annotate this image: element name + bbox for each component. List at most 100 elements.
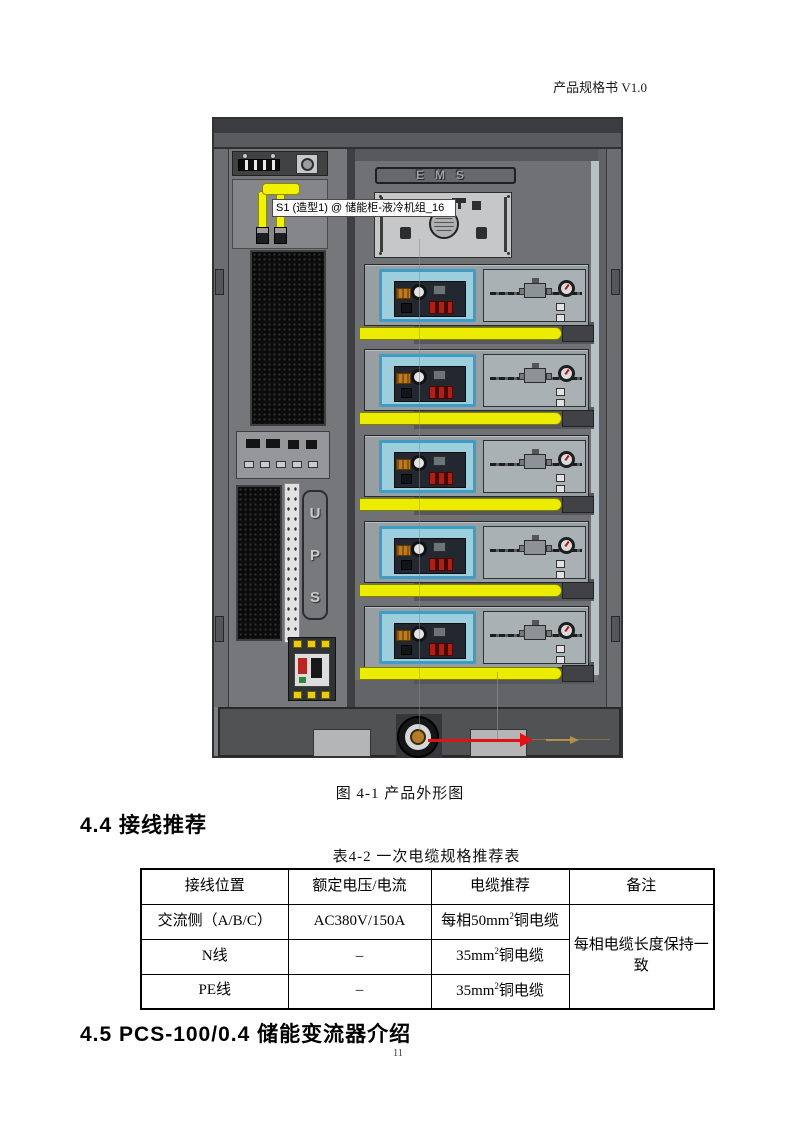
- busbar-end-block: [562, 665, 594, 682]
- col-header-note: 备注: [568, 868, 715, 905]
- orange-connector-icon: [396, 459, 411, 470]
- busbar-end-block: [562, 325, 594, 342]
- small-button-icon: [556, 474, 565, 482]
- yellow-cable-bridge: [262, 183, 300, 195]
- valve-port: [519, 545, 525, 552]
- table-row: PE线 – 35mm2铜电缆: [140, 973, 714, 1010]
- io-connector-icon: [238, 159, 280, 171]
- lock-icon: [400, 227, 411, 239]
- terminal-slot-icon: [266, 439, 280, 448]
- valve-port: [546, 288, 552, 295]
- cell-cable: 35mm2铜电缆: [430, 938, 570, 975]
- ups-letter: S: [309, 588, 320, 606]
- terminal-icon: [293, 691, 302, 699]
- battery-module-inner-panel: [394, 623, 466, 659]
- orange-connector-icon: [396, 630, 411, 641]
- gray-connector-icon: [433, 542, 446, 552]
- cable-text: 35mm: [456, 948, 495, 965]
- cable-text: 铜电缆: [513, 913, 559, 930]
- battery-module-inner-panel: [394, 281, 466, 317]
- figure-caption: 图 4-1 产品外形图: [335, 786, 465, 802]
- table-caption: 表4-2 一次电缆规格推荐表: [332, 849, 521, 865]
- breaker-knob-icon: [301, 158, 314, 171]
- clip-icon: [308, 461, 318, 468]
- round-gauge-icon: [558, 365, 575, 382]
- cell-position: 交流侧（A/B/C）: [140, 903, 289, 940]
- table-header-row: 接线位置 额定电压/电流 电缆推荐 备注: [140, 868, 715, 905]
- busbar-end-block: [562, 582, 594, 599]
- small-connector-icon: [401, 474, 412, 484]
- cable-sup: 2: [509, 911, 514, 922]
- header-right: 产品规格书 V1.0: [553, 80, 647, 95]
- round-gauge-icon: [558, 622, 575, 639]
- valve-port: [519, 630, 525, 637]
- battery-module: [364, 435, 589, 497]
- small-button-icon: [556, 485, 565, 493]
- small-connector-icon: [401, 303, 412, 313]
- round-gauge-icon: [558, 451, 575, 468]
- ventilation-grille: [236, 485, 282, 641]
- gray-connector-icon: [433, 370, 446, 380]
- round-gauge-icon: [558, 537, 575, 554]
- yellow-cable-hose: [258, 191, 267, 231]
- busbar-end-block: [562, 496, 594, 513]
- cabinet-top-bar: [214, 119, 621, 133]
- terminal-icon: [321, 691, 330, 699]
- hinge-icon: [215, 616, 224, 642]
- round-gauge-icon: [558, 280, 575, 297]
- cell-rating: –: [287, 973, 432, 1010]
- red-connector-icon: [429, 558, 453, 571]
- col-header-rating: 额定电压/电流: [287, 868, 432, 905]
- wheel-hub: [410, 729, 426, 745]
- terminal-icon: [307, 640, 316, 648]
- hinge-icon: [215, 269, 224, 295]
- small-button-icon: [556, 303, 565, 311]
- module-valve-panel: [483, 611, 586, 664]
- gauge-needle: [564, 368, 570, 376]
- valve-assembly-icon: [519, 535, 552, 555]
- battery-module-blue-frame: [379, 440, 476, 493]
- valve-port: [519, 459, 525, 466]
- cell-note: 每相电缆长度保持一致: [568, 903, 715, 1010]
- ventilation-grille: [250, 250, 326, 426]
- cable-text: 每相50mm: [441, 913, 510, 930]
- valve-port: [546, 545, 552, 552]
- column-divider: [347, 149, 355, 707]
- ups-label: U P S: [302, 490, 328, 620]
- battery-module-blue-frame: [379, 611, 476, 664]
- valve-port: [546, 630, 552, 637]
- valve-handle: [532, 278, 539, 283]
- small-button-icon: [556, 656, 565, 664]
- panel-rod: [380, 197, 383, 252]
- battery-module: [364, 606, 589, 668]
- red-connector-icon: [429, 472, 453, 485]
- small-button-icon: [556, 399, 565, 407]
- red-axis-arrowhead-icon: [520, 733, 533, 747]
- green-indicator: [299, 677, 306, 683]
- cable-text: 铜电缆: [498, 982, 544, 999]
- annotation-line-vertical: [419, 239, 420, 739]
- small-button-icon: [556, 560, 565, 568]
- ups-letter: P: [309, 546, 320, 564]
- battery-module-inner-panel: [394, 538, 466, 574]
- circuit-strip: [284, 483, 300, 643]
- screw-icon: [507, 252, 510, 255]
- module-valve-panel: [483, 526, 586, 579]
- gray-connector-icon: [433, 456, 446, 466]
- hinge-icon: [611, 269, 620, 295]
- tan-axis-arrow: [546, 739, 572, 741]
- battery-module-inner-panel: [394, 366, 466, 402]
- lock-icon: [476, 227, 487, 239]
- col-header-position: 接线位置: [140, 868, 289, 905]
- small-connector-icon: [401, 388, 412, 398]
- small-connector-icon: [401, 560, 412, 570]
- cabinet-top-bar-2: [214, 133, 621, 149]
- t-valve-stem: [458, 203, 461, 209]
- inner-right-edge: [598, 149, 606, 707]
- terminal-icon: [321, 640, 330, 648]
- top-shelf: [355, 149, 606, 161]
- cell-position: PE线: [140, 973, 289, 1010]
- valve-handle: [532, 620, 539, 625]
- valve-port: [546, 373, 552, 380]
